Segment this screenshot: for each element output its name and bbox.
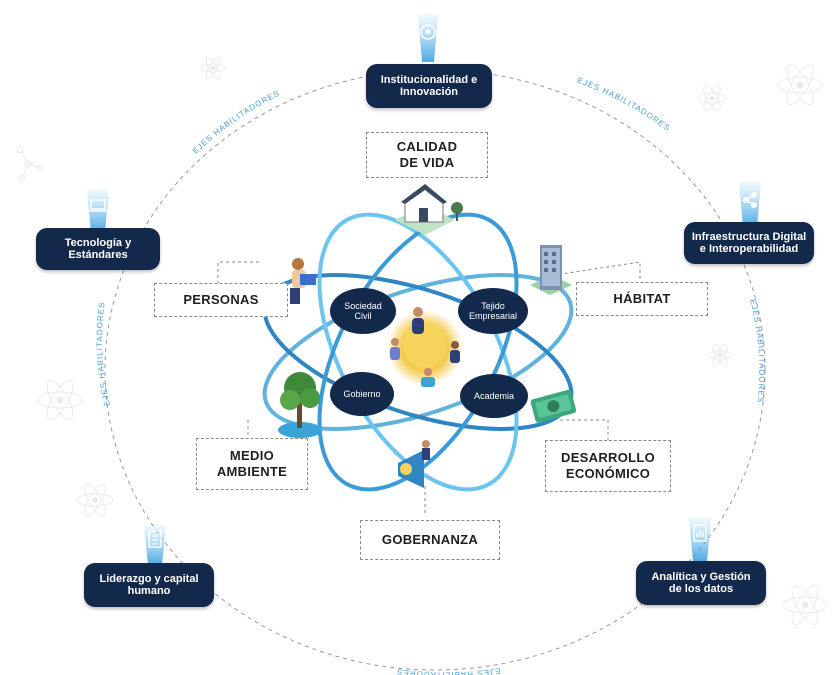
ring-label-right: EJES HABILITADORES <box>748 298 766 403</box>
dimension-calidad-de-vida: CALIDAD DE VIDA <box>366 132 488 178</box>
enabler-label: Infraestructura Digital e Interoperabili… <box>691 231 807 255</box>
enabler-label: Tecnología y Estándares <box>64 237 132 261</box>
megaphone-icon <box>398 440 430 488</box>
dimension-label: MEDIO AMBIENTE <box>216 448 288 479</box>
dimension-label: CALIDAD DE VIDA <box>396 139 458 170</box>
ring-label-left: EJES HABILITADORES <box>95 301 112 407</box>
actor-label: Sociedad Civil <box>344 301 382 321</box>
enabler-infraestructura: Infraestructura Digital e Interoperabili… <box>684 222 814 264</box>
people-bulb-icon <box>387 307 463 387</box>
dimension-personas: PERSONAS <box>154 283 288 317</box>
atom-icon <box>707 343 733 367</box>
atom-icon <box>37 380 83 420</box>
actor-academia: Academia <box>460 374 528 418</box>
actor-label: Tejido Empresarial <box>468 301 517 321</box>
dimension-label: PERSONAS <box>183 292 259 307</box>
atom-icon <box>777 65 823 105</box>
house-icon <box>395 184 463 235</box>
money-icon <box>530 389 577 423</box>
dimension-label: HÁBITAT <box>613 291 671 306</box>
actor-gobierno: Gobierno <box>330 372 394 416</box>
actor-sociedad-civil: Sociedad Civil <box>330 288 396 334</box>
enablers-ring <box>104 69 766 671</box>
dimension-gobernanza: GOBERNANZA <box>360 520 500 560</box>
atom-icon <box>76 483 114 517</box>
enabler-label: Liderazgo y capital humano <box>99 573 199 597</box>
dimension-label: DESARROLLO ECONÓMICO <box>561 450 655 481</box>
dimension-medio-ambiente: MEDIO AMBIENTE <box>196 438 308 490</box>
ring-label-top-left: EJES HABILITADORES <box>191 88 281 155</box>
dimension-habitat: HÁBITAT <box>576 282 708 316</box>
enabler-label: Analítica y Gestión de los datos <box>651 571 751 595</box>
ring-label-bottom: EJES HABILITADORES <box>396 666 501 675</box>
enabler-liderazgo: Liderazgo y capital humano <box>84 563 214 607</box>
atom-icon <box>200 56 226 80</box>
actor-label: Gobierno <box>343 389 381 399</box>
laptop-icon <box>90 199 106 210</box>
enabler-label: Institucionalidad e Innovación <box>380 74 478 98</box>
atom-icon <box>782 585 828 625</box>
enabler-analitica: Analítica y Gestión de los datos <box>636 561 766 605</box>
document-list-icon <box>148 530 162 548</box>
enabler-tecnologia: Tecnología y Estándares <box>36 228 160 270</box>
tree-icon <box>278 372 322 438</box>
enabler-beams <box>87 14 761 565</box>
building-icon <box>530 245 572 295</box>
person-laptop-icon <box>290 258 316 304</box>
actor-label: Academia <box>473 391 515 401</box>
molecule-icon <box>16 146 44 182</box>
dimension-label: GOBERNANZA <box>381 532 479 547</box>
connector-lines <box>217 261 641 516</box>
enabler-institucionalidad: Institucionalidad e Innovación <box>366 64 492 108</box>
lightbulb-gear-icon <box>420 24 436 40</box>
dimension-desarrollo-economico: DESARROLLO ECONÓMICO <box>545 440 671 492</box>
atom-icon <box>697 85 727 111</box>
actor-tejido-empresarial: Tejido Empresarial <box>458 288 528 334</box>
share-network-icon <box>742 191 757 209</box>
clipboard-chart-icon <box>693 524 707 542</box>
background-atom-icons <box>16 56 828 625</box>
